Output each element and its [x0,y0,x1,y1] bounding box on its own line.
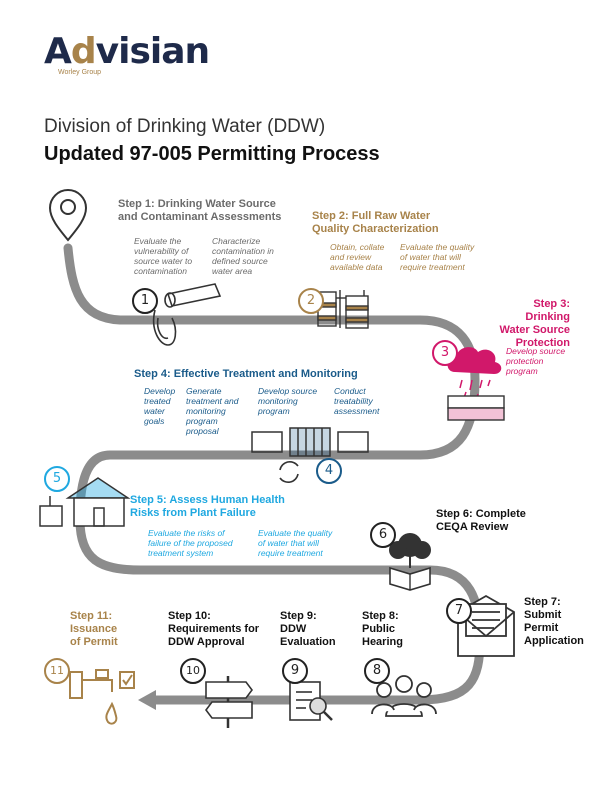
step-number-3: 3 [432,340,458,366]
rain-cloud-icon [447,347,505,421]
page-subtitle: Division of Drinking Water (DDW) [44,116,326,137]
house-plant-icon [39,477,131,527]
document-review-icon [289,681,333,721]
people-group-icon [371,675,437,717]
step-number-4: 4 [316,458,342,484]
location-pin-icon [48,189,88,242]
step-number-7: 7 [446,598,472,624]
step-number-5: 5 [44,466,70,492]
brand-tagline: Worley Group [58,69,102,76]
arrowhead-icon [138,690,156,710]
process-path [63,243,485,705]
pipe-icon [152,283,222,346]
step-number-8: 8 [364,658,390,684]
step-number-9: 9 [282,658,308,684]
step-number-6: 6 [370,522,396,548]
step-4-title: Step 4: Effective Treatment and Monitori… [134,368,358,380]
filter-treatment-icon [251,427,369,457]
book-tree-icon [389,533,431,591]
signpost-icon [205,676,253,728]
step-number-10: 10 [180,658,206,684]
step-number-1: 1 [132,288,158,314]
step-number-2: 2 [298,288,324,314]
step-number-11: 11 [44,658,70,684]
brand-logo: Advisian [44,31,210,72]
recycle-arrows-icon [279,461,299,483]
page-title: Updated 97-005 Permitting Process [44,143,380,165]
faucet-permit-icon [69,669,135,725]
